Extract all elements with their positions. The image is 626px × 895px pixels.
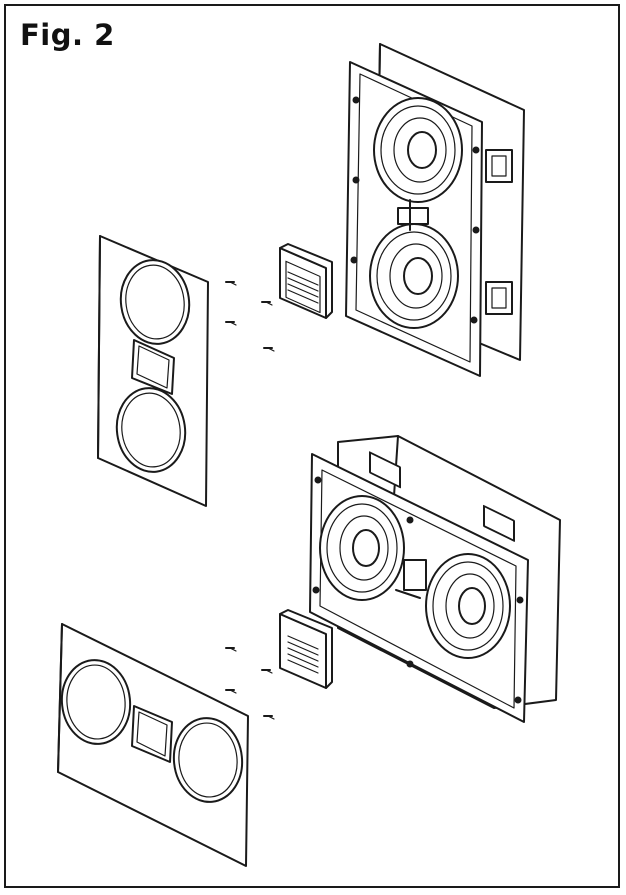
horizontal-screws xyxy=(225,647,275,720)
figure-title: Fig. 2 xyxy=(20,18,115,52)
horizontal-woofer-left xyxy=(319,495,405,601)
vertical-crossover-bracket xyxy=(397,199,429,231)
horizontal-tweeter xyxy=(279,609,333,689)
horizontal-crossover-bracket xyxy=(395,559,427,599)
vertical-woofer-bottom xyxy=(369,223,459,329)
horizontal-woofer-right xyxy=(425,553,511,659)
vertical-grille-panel xyxy=(97,235,209,507)
horizontal-grille-panel xyxy=(57,623,249,867)
figure-border xyxy=(4,4,620,888)
vertical-woofer-top xyxy=(373,97,463,203)
vertical-tweeter xyxy=(279,243,333,319)
vertical-screws xyxy=(225,281,275,352)
